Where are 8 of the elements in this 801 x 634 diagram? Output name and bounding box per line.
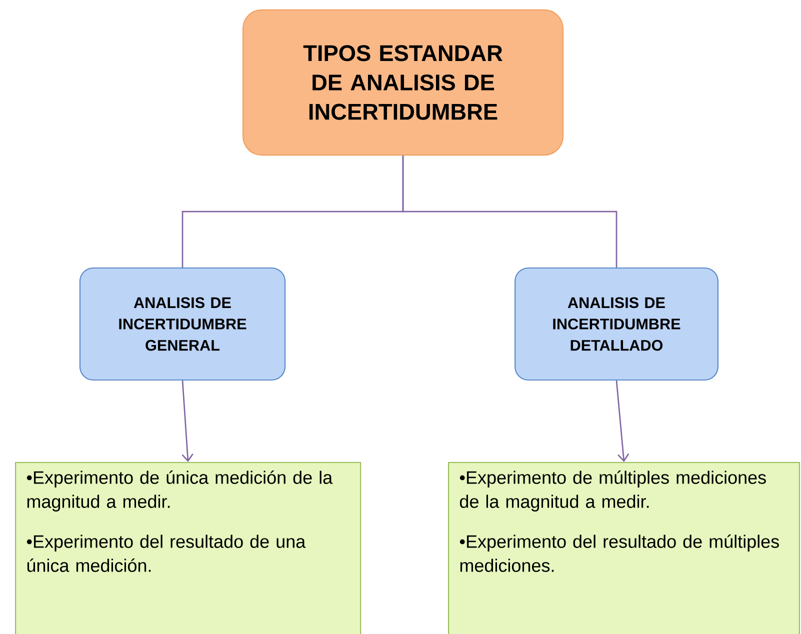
connector [616, 380, 630, 462]
connector [402, 156, 618, 268]
category-box: ANALISIS DE INCERTIDUMBRE DETALLADO [514, 267, 718, 381]
category-box: ANALISIS DE INCERTIDUMBRE GENERAL [79, 267, 286, 381]
description-box: •Experimento de única medición de la magnitud a medir. •Experimento del resultado de una única medición. [15, 462, 362, 634]
top-box: TIPOS ESTANDAR DE ANALISIS DE INCERTIDUMBRE [242, 9, 564, 156]
description-box: •Experimento de múltiples mediciones de la magnitud a medir. •Experimento del resultado de múltiples mediciones. [448, 462, 800, 634]
connector [182, 380, 194, 462]
